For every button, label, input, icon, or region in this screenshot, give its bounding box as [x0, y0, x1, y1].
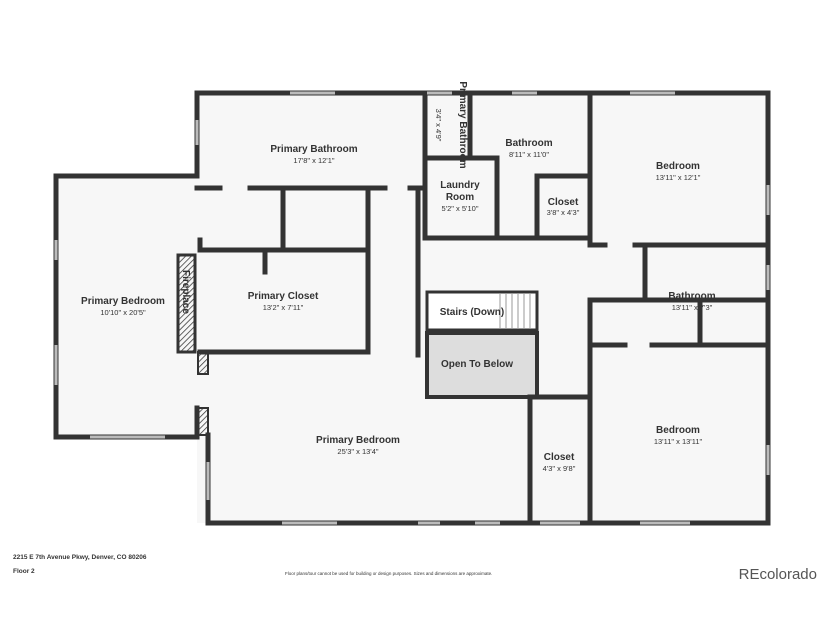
room-dimensions: 25'3" x 13'4" [337, 447, 378, 456]
room-label: Room [446, 192, 474, 203]
room-label: Laundry [440, 180, 480, 191]
room-dimensions: 3'8" x 4'3" [547, 208, 580, 217]
room-label: Bedroom [656, 161, 700, 172]
walls [53, 90, 771, 526]
room-label: Primary Bedroom [316, 435, 400, 446]
room-label: Bathroom [505, 138, 552, 149]
room-dimensions: 10'10" x 20'5" [100, 308, 146, 317]
windows [54, 91, 770, 525]
room-label: Primary Bedroom [81, 296, 165, 307]
room-label: Bathroom [668, 291, 715, 302]
room-label: Primary Bathroom [270, 144, 357, 155]
open-to-below-area [425, 331, 539, 399]
room-label: Closet [548, 197, 579, 208]
room-dimensions: 13'11" x 13'11" [654, 437, 703, 446]
brand-logo: REcolorado [738, 566, 817, 583]
room-dimensions: 17'8" x 12'1" [293, 156, 334, 165]
room-dimensions: 3'4" x 4'9" [434, 109, 443, 142]
room-dimensions: 13'11" x 7'3" [672, 303, 713, 312]
room-label: Primary Closet [248, 291, 319, 302]
fireplace [176, 253, 197, 354]
stairs [425, 290, 539, 332]
room-label: Open To Below [441, 359, 513, 370]
room-dimensions: 8'11" x 11'0" [509, 150, 549, 159]
room-label: Bedroom [656, 425, 700, 436]
chimney-block [197, 351, 209, 375]
room-dimensions: 5'2" x 5'10" [442, 204, 479, 213]
room-dimensions: 13'2" x 7'11" [263, 303, 304, 312]
room-label: Fireplace [180, 270, 191, 314]
address: 2215 E 7th Avenue Pkwy, Denver, CO 80206 [13, 554, 147, 561]
room-dimensions: 13'11" x 12'1" [656, 173, 701, 182]
room-dimensions: 4'3" x 9'8" [543, 464, 576, 473]
room-label: Closet [544, 452, 575, 463]
room-label: Primary Bathroom [457, 81, 468, 168]
disclaimer: Floor plans/tour cannot be used for buil… [285, 571, 493, 576]
room-label: Stairs (Down) [440, 307, 504, 318]
floor-label: Floor 2 [13, 568, 35, 575]
floor-fill [56, 93, 768, 523]
